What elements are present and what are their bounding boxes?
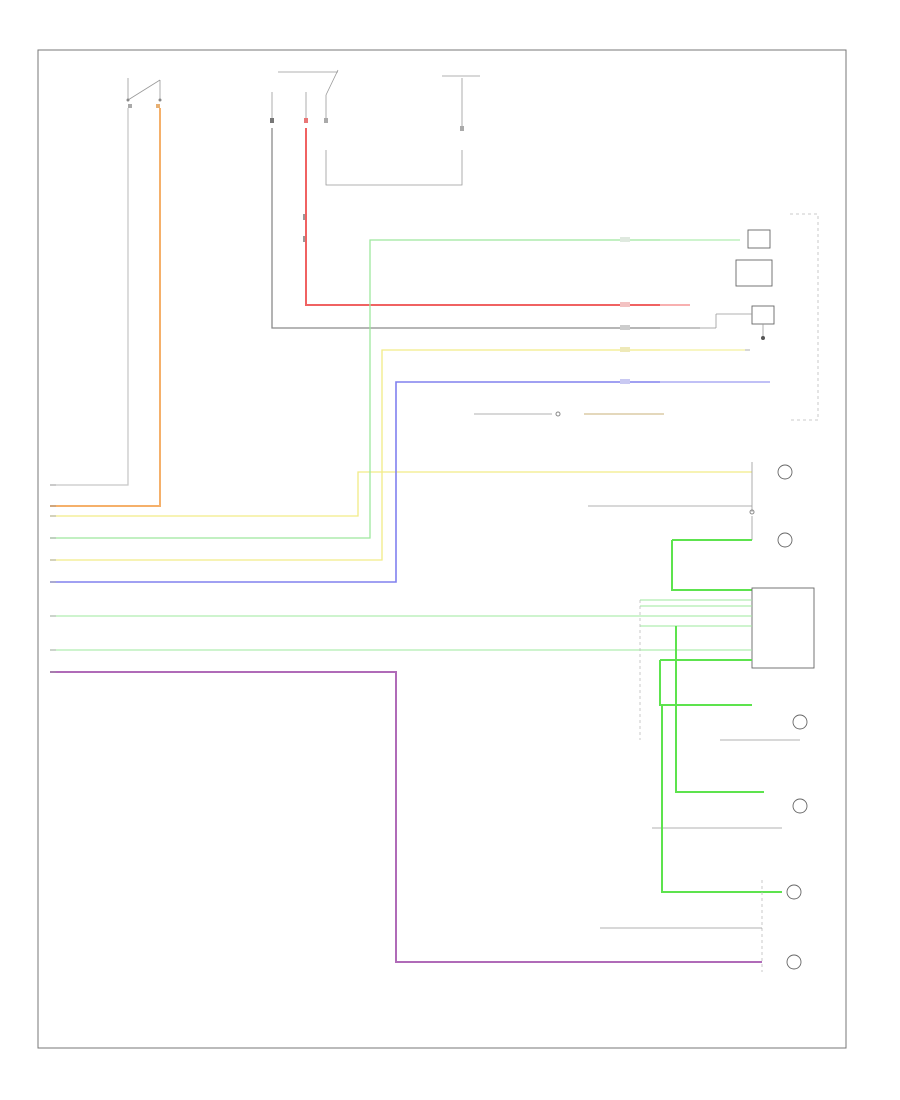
ground-area [474,411,664,417]
wire-yellow-top [50,471,752,517]
diagram-frame [37,49,847,1049]
top-right-module [620,213,819,421]
wire-green-top [50,239,660,539]
wire-white [50,108,129,486]
right-lower-modules [588,462,815,972]
wire-orange [50,108,161,507]
wire-gray [271,128,660,329]
top-right-sensor [442,75,480,131]
wire-red [305,128,660,306]
top-left-switch [126,78,162,108]
left-connector-pins [50,484,56,673]
wire-yellow-mid [50,349,660,561]
wire-blue [50,381,660,583]
wire-violet [50,671,762,963]
top-center-switch [270,69,339,123]
